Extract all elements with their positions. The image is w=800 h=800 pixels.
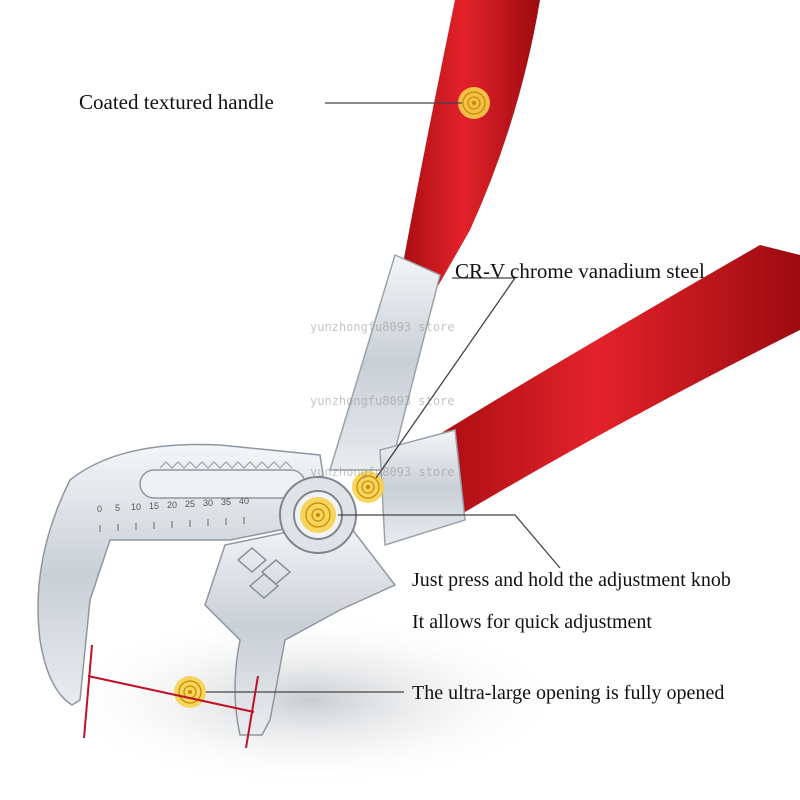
- opening-measure: [83, 644, 259, 749]
- leader-lines: [206, 102, 561, 693]
- floor-shadow: [50, 610, 570, 790]
- scale-mark: 30: [203, 498, 213, 508]
- watermark: yunzhongfu8093 store: [310, 465, 455, 479]
- callout-quick-adjust: It allows for quick adjustment: [412, 611, 652, 633]
- lower-handle: [430, 245, 800, 515]
- lower-jaw: [204, 519, 397, 736]
- scale-mark: 20: [167, 500, 177, 510]
- scale-mark: 10: [131, 502, 141, 512]
- marker-knob: [300, 497, 336, 533]
- callout-steel: CR-V chrome vanadium steel: [455, 259, 705, 283]
- scale-mark: 35: [221, 497, 231, 507]
- scale-mark: 0: [97, 504, 102, 514]
- watermark: yunzhongfu8093 store: [310, 320, 455, 334]
- scale-ticks: [99, 517, 245, 532]
- callout-opening: The ultra-large opening is fully opened: [412, 682, 725, 704]
- scale-mark: 40: [239, 496, 249, 506]
- scale-mark: 25: [185, 499, 195, 509]
- lower-steel-arm: [379, 429, 466, 547]
- watermark: yunzhongfu8093 store: [310, 394, 455, 408]
- diamond-emboss: [236, 547, 292, 599]
- callout-knob: Just press and hold the adjustment knob: [412, 569, 731, 591]
- scale-mark: 5: [115, 503, 120, 513]
- callout-handle: Coated textured handle: [79, 90, 274, 114]
- marker-opening: [174, 676, 206, 708]
- upper-jaw: [37, 443, 331, 706]
- marker-handle: [458, 87, 490, 119]
- slot-teeth: [159, 461, 293, 469]
- marker-steel: [352, 471, 384, 503]
- scale-mark: 15: [149, 501, 159, 511]
- adjustment-slot: [139, 469, 306, 499]
- upper-handle: [400, 0, 540, 300]
